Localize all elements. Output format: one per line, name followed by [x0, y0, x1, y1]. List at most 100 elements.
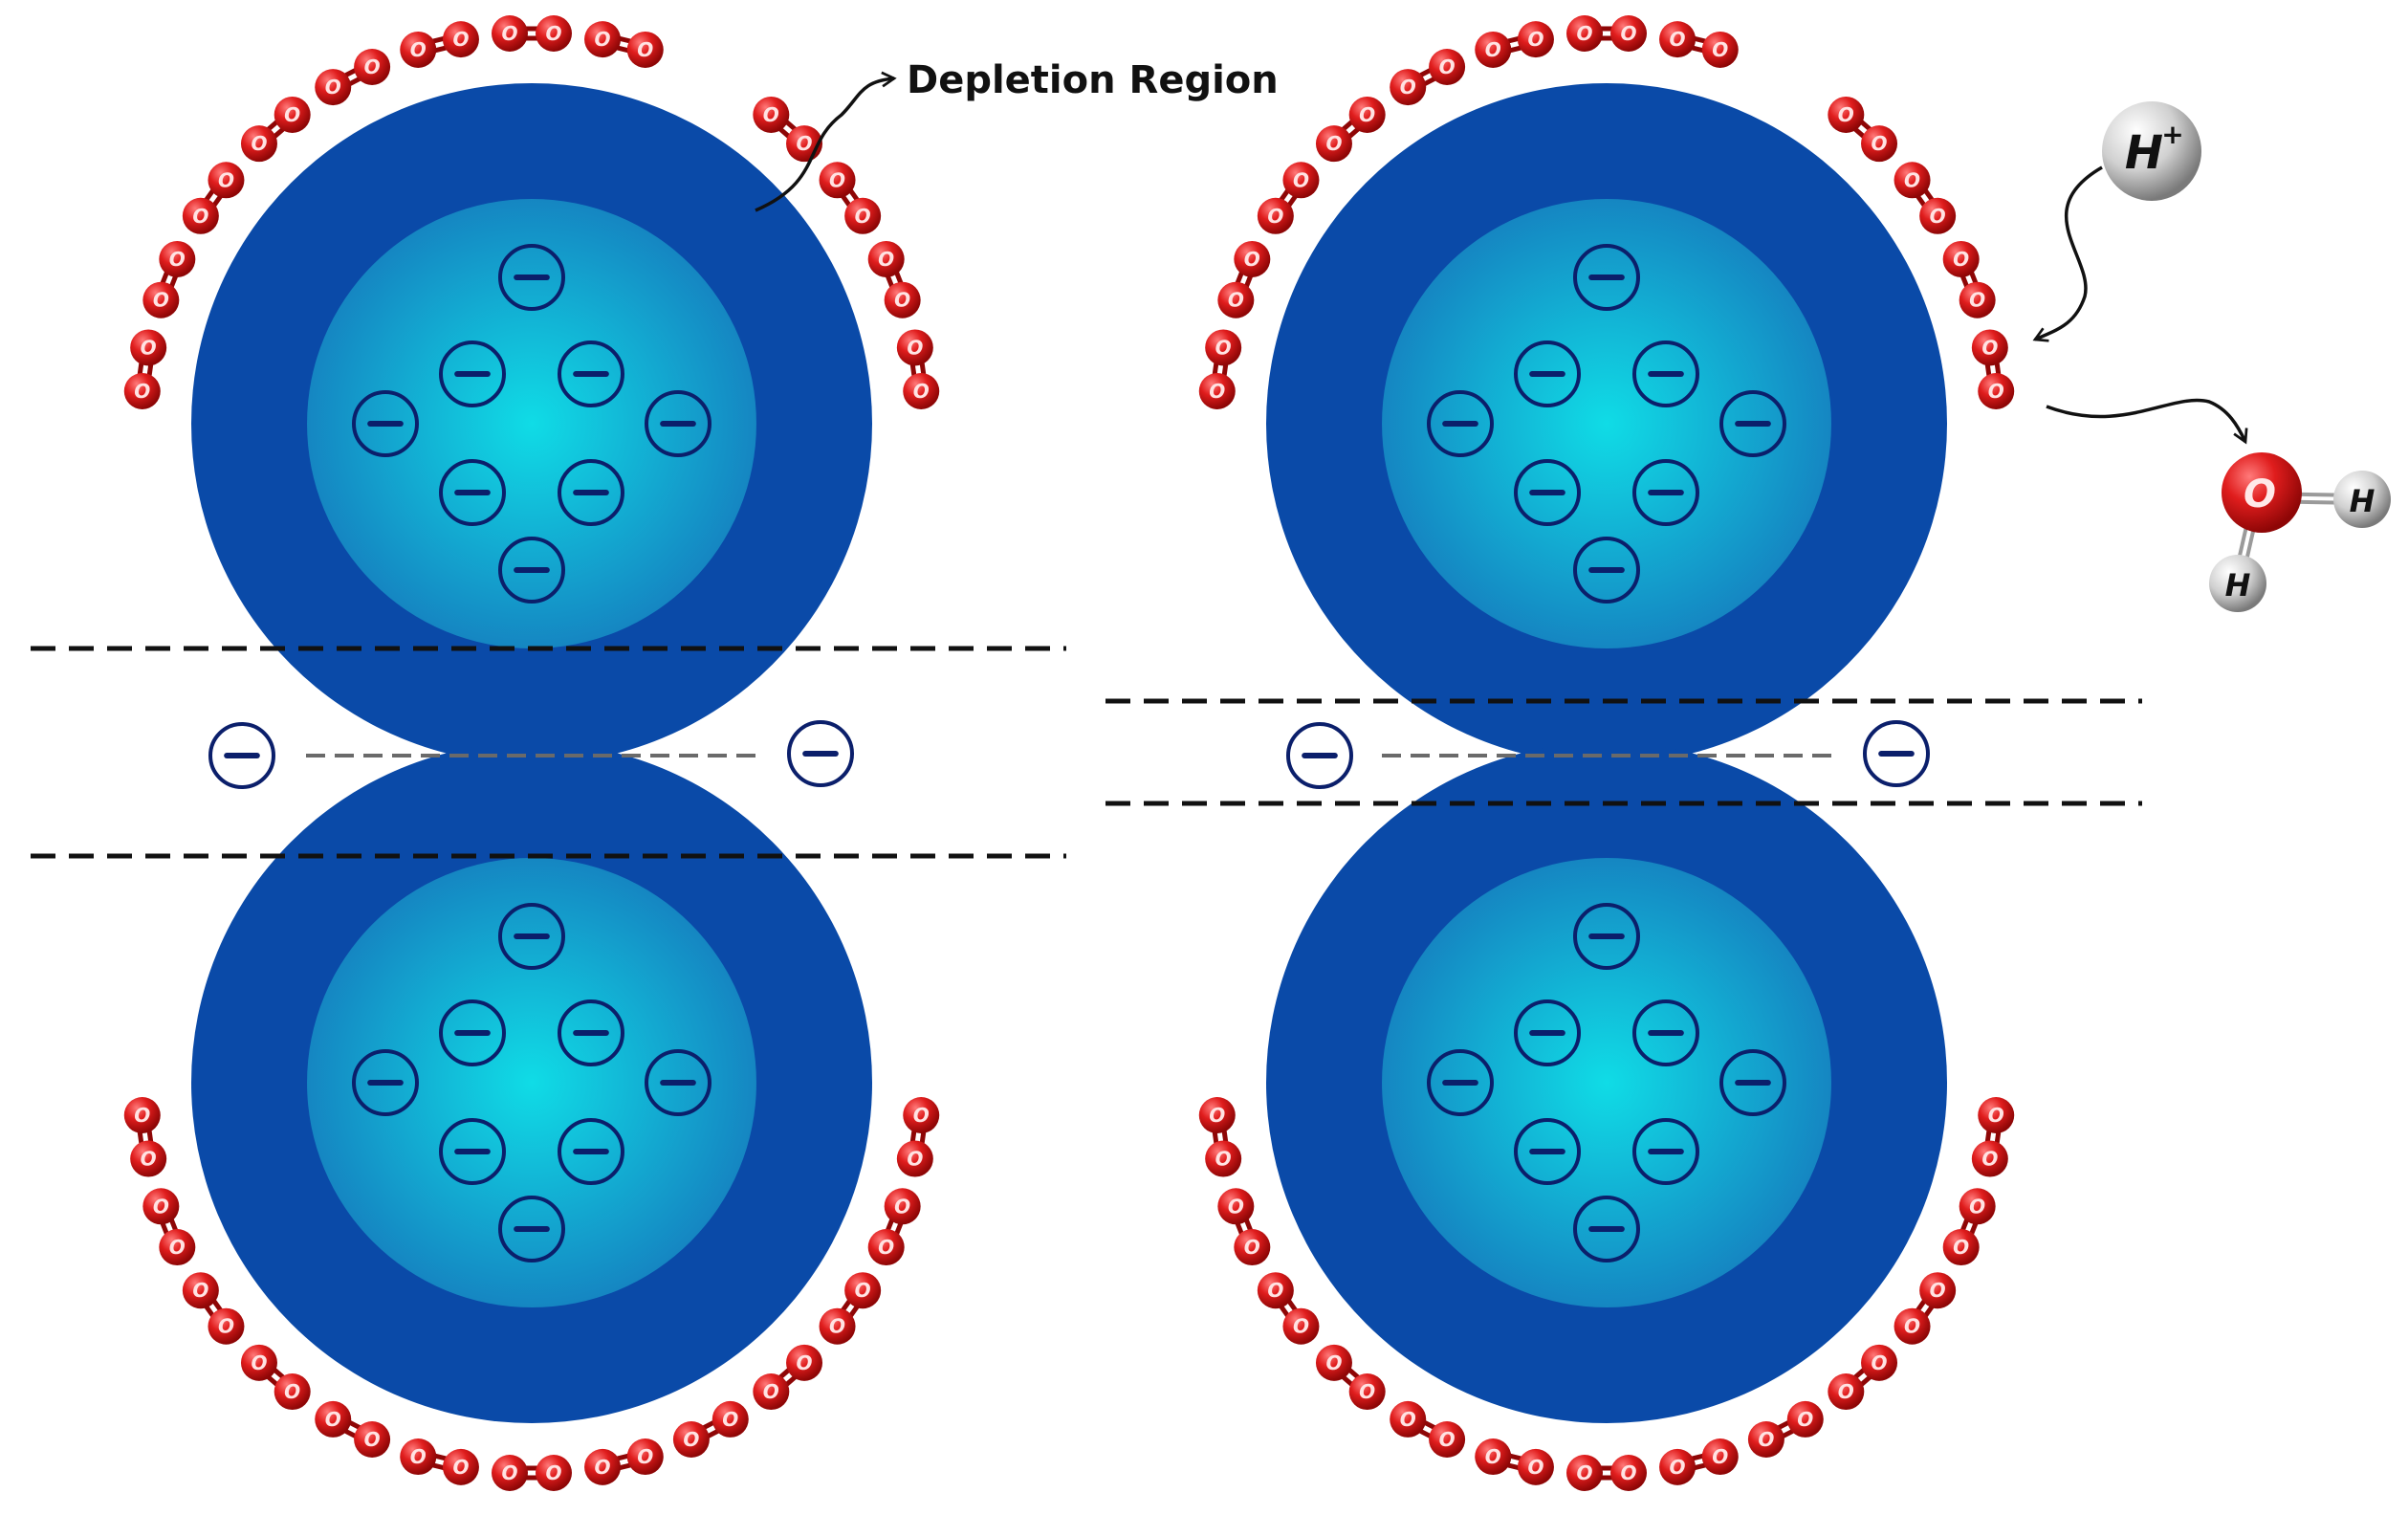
oxygen-atom: [1959, 281, 1996, 318]
oxygen-symbol: O: [1988, 380, 2004, 403]
oxygen-molecule: OO: [896, 329, 940, 409]
oxygen-symbol: O: [141, 1148, 157, 1171]
oxygen-symbol: O: [192, 205, 208, 228]
oxygen-symbol: O: [907, 1148, 923, 1171]
oxygen-atom: [1217, 281, 1255, 318]
oxygen-atom: [1701, 1438, 1739, 1476]
oxygen-symbol: O: [763, 103, 779, 126]
oxygen-molecule: OO: [1257, 162, 1320, 234]
oxygen-symbol: O: [1712, 1445, 1728, 1468]
oxygen-symbol: O: [595, 1456, 611, 1479]
oxygen-atom: [1610, 1455, 1647, 1491]
electron-icon: [439, 459, 506, 526]
oxygen-symbol: O: [637, 38, 653, 61]
oxygen-atom: [1348, 96, 1386, 133]
water-oxygen-atom: [2222, 452, 2302, 533]
electron-icon: [1573, 244, 1640, 311]
oxygen-molecule: OO: [142, 1188, 196, 1266]
oxygen-molecule: OO: [1390, 48, 1466, 106]
oxygen-symbol: O: [797, 1351, 813, 1374]
oxygen-symbol: O: [1981, 1148, 1998, 1171]
oxygen-atom: [1894, 162, 1931, 199]
oxygen-symbol: O: [141, 336, 157, 359]
oxygen-molecule: OO: [315, 48, 391, 106]
oxygen-atom: [1566, 15, 1603, 52]
oxygen-symbol: O: [169, 248, 186, 271]
oxygen-symbol: O: [907, 336, 923, 359]
free-electron-icon: [787, 720, 854, 787]
oxygen-symbol: O: [1838, 1380, 1854, 1403]
oxygen-atom: [786, 1344, 823, 1381]
oxygen-symbol: O: [1293, 168, 1309, 191]
oxygen-atom: [182, 1272, 219, 1309]
oxygen-molecule: OO: [1217, 240, 1271, 318]
oxygen-symbol: O: [1797, 1408, 1813, 1431]
oxygen-symbol: O: [1485, 38, 1501, 61]
grain-bottom-left: [191, 742, 872, 1423]
electron-icon: [498, 537, 565, 604]
oxygen-symbol: O: [1325, 132, 1342, 155]
oxygen-symbol: O: [1988, 1104, 2004, 1127]
oxygen-atom: [1517, 21, 1554, 58]
oxygen-atom: [130, 329, 167, 366]
oxygen-atom: [1978, 1097, 2015, 1134]
oxygen-atom: [867, 240, 905, 277]
oxygen-symbol: O: [1325, 1351, 1342, 1374]
oxygen-atom: [1282, 162, 1320, 199]
electron-icon: [498, 1196, 565, 1262]
oxygen-symbol: O: [1838, 103, 1854, 126]
oxygen-symbol: O: [797, 132, 813, 155]
oxygen-symbol: O: [1620, 22, 1636, 45]
oxygen-atom: [1429, 48, 1466, 85]
free-electron-icon: [208, 722, 275, 789]
oxygen-symbol: O: [1712, 38, 1728, 61]
oxygen-molecule: OO: [123, 329, 167, 409]
oxygen-atom: [753, 96, 790, 133]
oxygen-atom: [1282, 1307, 1320, 1345]
oxygen-symbol: O: [364, 55, 381, 78]
oxygen-symbol: O: [284, 1380, 300, 1403]
oxygen-atom: [315, 1400, 352, 1438]
oxygen-atom: [1971, 329, 2008, 366]
oxygen-atom: [274, 1373, 311, 1411]
oxygen-molecule: OO: [1894, 162, 1957, 234]
electron-icon: [1573, 1196, 1640, 1262]
oxygen-atom: [1234, 240, 1271, 277]
electron-icon: [1632, 1118, 1699, 1185]
oxygen-atom: [1828, 96, 1865, 133]
oxygen-symbol: O: [1930, 1279, 1946, 1302]
oxygen-molecule: OO: [142, 240, 196, 318]
oxygen-atom: [1959, 1188, 1996, 1225]
electron-icon: [1573, 903, 1640, 970]
electron-icon: [1632, 459, 1699, 526]
oxygen-symbol: O: [251, 132, 267, 155]
oxygen-atom: [903, 372, 940, 409]
oxygen-symbol: O: [410, 1445, 427, 1468]
oxygen-symbol: O: [325, 76, 341, 99]
oxygen-symbol: O: [1904, 168, 1920, 191]
water-oxygen-symbol: O: [2244, 472, 2276, 516]
oxygen-atom: [1942, 240, 1980, 277]
electron-icon: [1719, 390, 1786, 457]
oxygen-atom: [1701, 31, 1739, 68]
oxygen-symbol: O: [637, 1445, 653, 1468]
oxygen-atom: [536, 1455, 572, 1491]
electron-icon: [558, 340, 624, 407]
oxygen-atom: [1894, 1307, 1931, 1345]
oxygen-atom: [819, 1307, 856, 1345]
oxygen-symbol: O: [1244, 1236, 1260, 1259]
oxygen-symbol: O: [913, 380, 930, 403]
oxygen-atom: [1942, 1229, 1980, 1266]
water-hydrogen-atom-left: [2209, 555, 2266, 612]
electron-icon: [558, 1118, 624, 1185]
oxygen-symbol: O: [452, 28, 469, 51]
oxygen-atom: [844, 197, 882, 234]
oxygen-molecule: OO: [753, 1344, 823, 1411]
oxygen-atom: [1315, 1344, 1352, 1381]
oxygen-atom: [354, 1421, 391, 1459]
oxygen-symbol: O: [1953, 1236, 1969, 1259]
oxygen-symbol: O: [763, 1380, 779, 1403]
